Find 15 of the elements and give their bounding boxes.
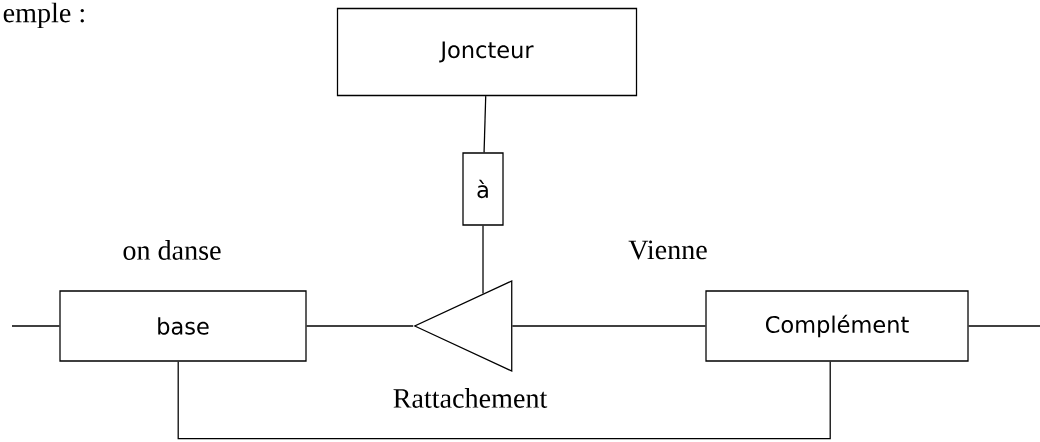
text-label: emple :: [3, 2, 84, 29]
node-caption: Rattachement: [393, 388, 548, 408]
box: à: [462, 152, 504, 226]
box: base: [59, 290, 307, 362]
connector-line: [177, 361, 831, 440]
connector-line: [11, 325, 60, 327]
box: Complément: [705, 290, 969, 362]
node-caption: Vienne: [628, 240, 707, 260]
node-caption: on danse: [123, 240, 221, 260]
box: Joncteur: [336, 7, 638, 97]
connector-line: [968, 325, 1040, 327]
connector-line: [483, 95, 487, 153]
connector-line: [511, 325, 706, 327]
connector-line: [482, 225, 484, 295]
connector-line: [306, 325, 414, 327]
